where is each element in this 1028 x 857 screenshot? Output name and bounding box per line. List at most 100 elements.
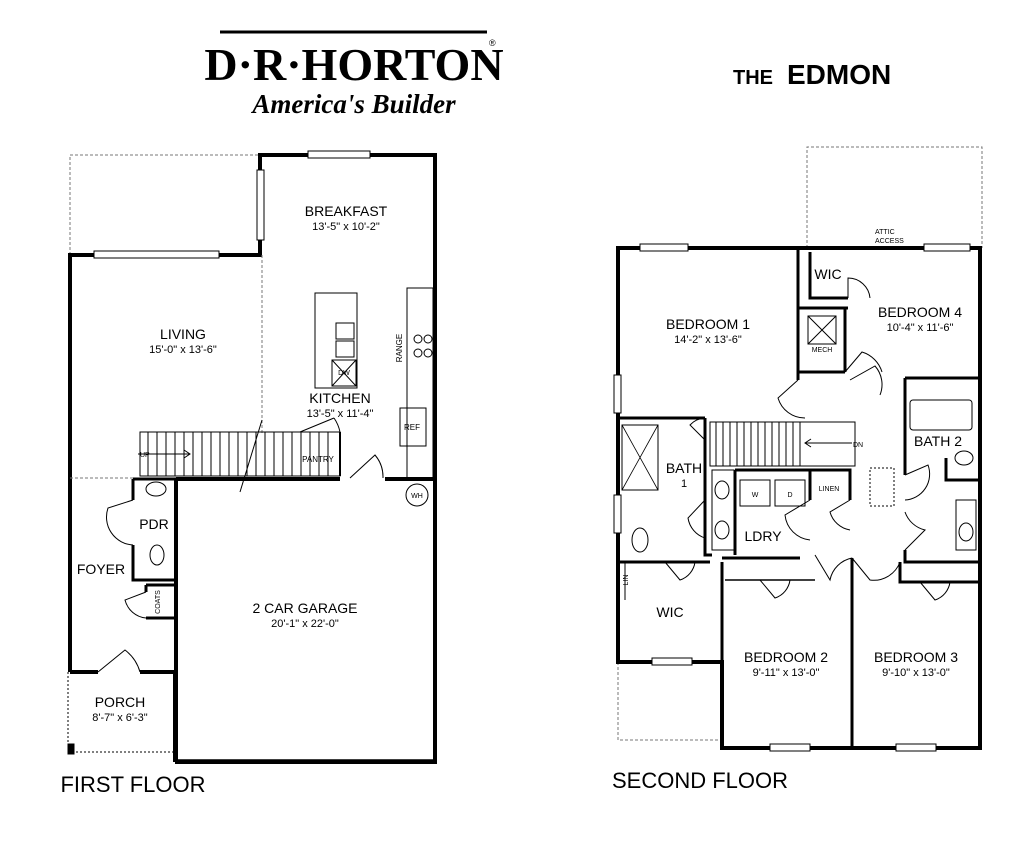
first-floor-windows <box>93 150 371 259</box>
pdr-label: PDR <box>139 516 169 532</box>
kitchen-counter-east <box>399 287 434 479</box>
linen-door <box>829 499 851 531</box>
pdr-door <box>106 499 134 546</box>
brand-logo: D·R·HORTON ® America's Builder <box>204 30 504 119</box>
laundry-top-wall <box>735 468 812 500</box>
burner-2 <box>423 334 433 344</box>
bath2-vanity <box>955 499 977 551</box>
pdr-toilet <box>149 544 165 566</box>
bath2-door <box>904 464 931 501</box>
wic-lower-door <box>664 561 696 581</box>
window-bedroom2 <box>769 743 811 752</box>
ref-label: REF <box>404 423 420 432</box>
bath2-sink <box>958 522 974 542</box>
bath2-label: BATH 2 <box>914 433 962 449</box>
bath1-sink-2 <box>714 520 730 540</box>
dw-label: DW <box>338 370 350 377</box>
bath1-sink-1 <box>714 480 730 500</box>
bedroom1-door <box>777 379 806 419</box>
stair-run-2 <box>709 421 856 467</box>
sink-basin-2 <box>335 340 355 358</box>
garage-entry-door <box>349 454 384 479</box>
bedroom1-dim: 14'-2" x 13'-6" <box>674 334 742 346</box>
hall-door-ne <box>849 365 883 396</box>
first-floor-plan <box>67 150 437 764</box>
coats-label: COATS <box>155 590 162 614</box>
plan-title: THE EDMON <box>733 59 891 90</box>
pantry-label: PANTRY <box>302 455 334 464</box>
first-floor-labels: BREAKFAST 13'-5" x 10'-2" LIVING 15'-0" … <box>60 203 422 797</box>
bedroom3-closet-door <box>919 581 951 601</box>
kitchen-island <box>314 292 358 389</box>
patio-outline <box>69 154 260 255</box>
window-bedroom3 <box>895 743 937 752</box>
second-floor-stairs <box>709 421 856 467</box>
hall-attic-hatch <box>869 467 895 507</box>
window-breakfast <box>307 150 371 159</box>
bath1-label-line1: BATH <box>666 460 702 476</box>
door-breakfast-slider <box>256 169 265 241</box>
stair-break-line <box>239 419 263 493</box>
wic-door <box>847 277 871 299</box>
bath2-door-lower <box>904 511 926 551</box>
bath2-toilet <box>954 450 974 466</box>
dishwasher-box <box>331 359 357 387</box>
bath1-east-wall-lower <box>703 470 712 557</box>
bath1-label-line2: 1 <box>681 478 687 490</box>
wh-label: WH <box>411 493 423 500</box>
bedroom2-dim: 9'-11" x 13'-0" <box>753 667 820 679</box>
second-floor-labels: BEDROOM 1 14'-2" x 13'-6" BEDROOM 4 10'-… <box>612 229 962 793</box>
garage-label: 2 CAR GARAGE <box>252 600 357 616</box>
second-floor-plan <box>613 146 983 752</box>
stair-dn-arrowhead <box>804 438 812 448</box>
brand-tagline: America's Builder <box>250 89 456 119</box>
bedroom4-label: BEDROOM 4 <box>878 304 962 320</box>
sink-basin-1 <box>335 322 355 340</box>
attic-label-line2: ACCESS <box>875 238 904 245</box>
burner-4 <box>423 348 433 358</box>
window-wic <box>651 657 693 666</box>
bath1-toilet <box>631 527 649 553</box>
bath2-south-wall <box>903 550 980 564</box>
island-counter <box>314 292 358 389</box>
mech-unit <box>807 315 837 345</box>
bedroom3-label: BEDROOM 3 <box>874 649 958 665</box>
kitchen-label: KITCHEN <box>309 390 370 406</box>
bath1-door <box>689 417 706 441</box>
bath2-toilet-wall <box>944 458 980 482</box>
second-floor-doors <box>664 277 951 601</box>
burner-3 <box>413 348 423 358</box>
second-floor-windows <box>613 243 971 752</box>
refrigerator-box <box>399 407 427 447</box>
window-bedroom4 <box>923 243 971 252</box>
first-floor-exterior-wall <box>68 153 437 764</box>
foyer-label: FOYER <box>77 561 125 577</box>
linen-label: LINEN <box>819 486 840 493</box>
stair-treads-2 <box>715 422 801 466</box>
brand-registered-mark: ® <box>489 38 496 48</box>
garage-dim: 20'-1" x 22'-0" <box>271 618 339 630</box>
counter-run <box>406 287 434 479</box>
mech-unit-x <box>807 315 837 345</box>
ldry-label: LDRY <box>744 528 782 544</box>
bedroom3-door <box>851 557 901 581</box>
dishwasher-x <box>331 359 357 387</box>
lower-roof-outline <box>617 662 722 741</box>
bedroom3-closet-wall <box>898 562 980 584</box>
bath2-tub <box>909 399 973 431</box>
attic-label-line1: ATTIC <box>875 229 895 236</box>
breakfast-label: BREAKFAST <box>305 203 388 219</box>
stair-up-label: UP <box>140 452 150 459</box>
bedroom4-dim: 10'-4" x 11'-6" <box>887 322 954 334</box>
coats-door <box>124 591 147 619</box>
washer-box <box>739 479 771 507</box>
window-bedroom1-west <box>613 374 622 414</box>
first-floor-stairs <box>138 419 341 493</box>
wic-top-label: WIC <box>814 266 841 282</box>
second-floor-exterior-wall <box>616 246 982 750</box>
first-floor-caption: FIRST FLOOR <box>60 772 205 797</box>
brand-name: D·R·HORTON <box>204 39 503 90</box>
lin-label: LIN <box>623 575 630 586</box>
